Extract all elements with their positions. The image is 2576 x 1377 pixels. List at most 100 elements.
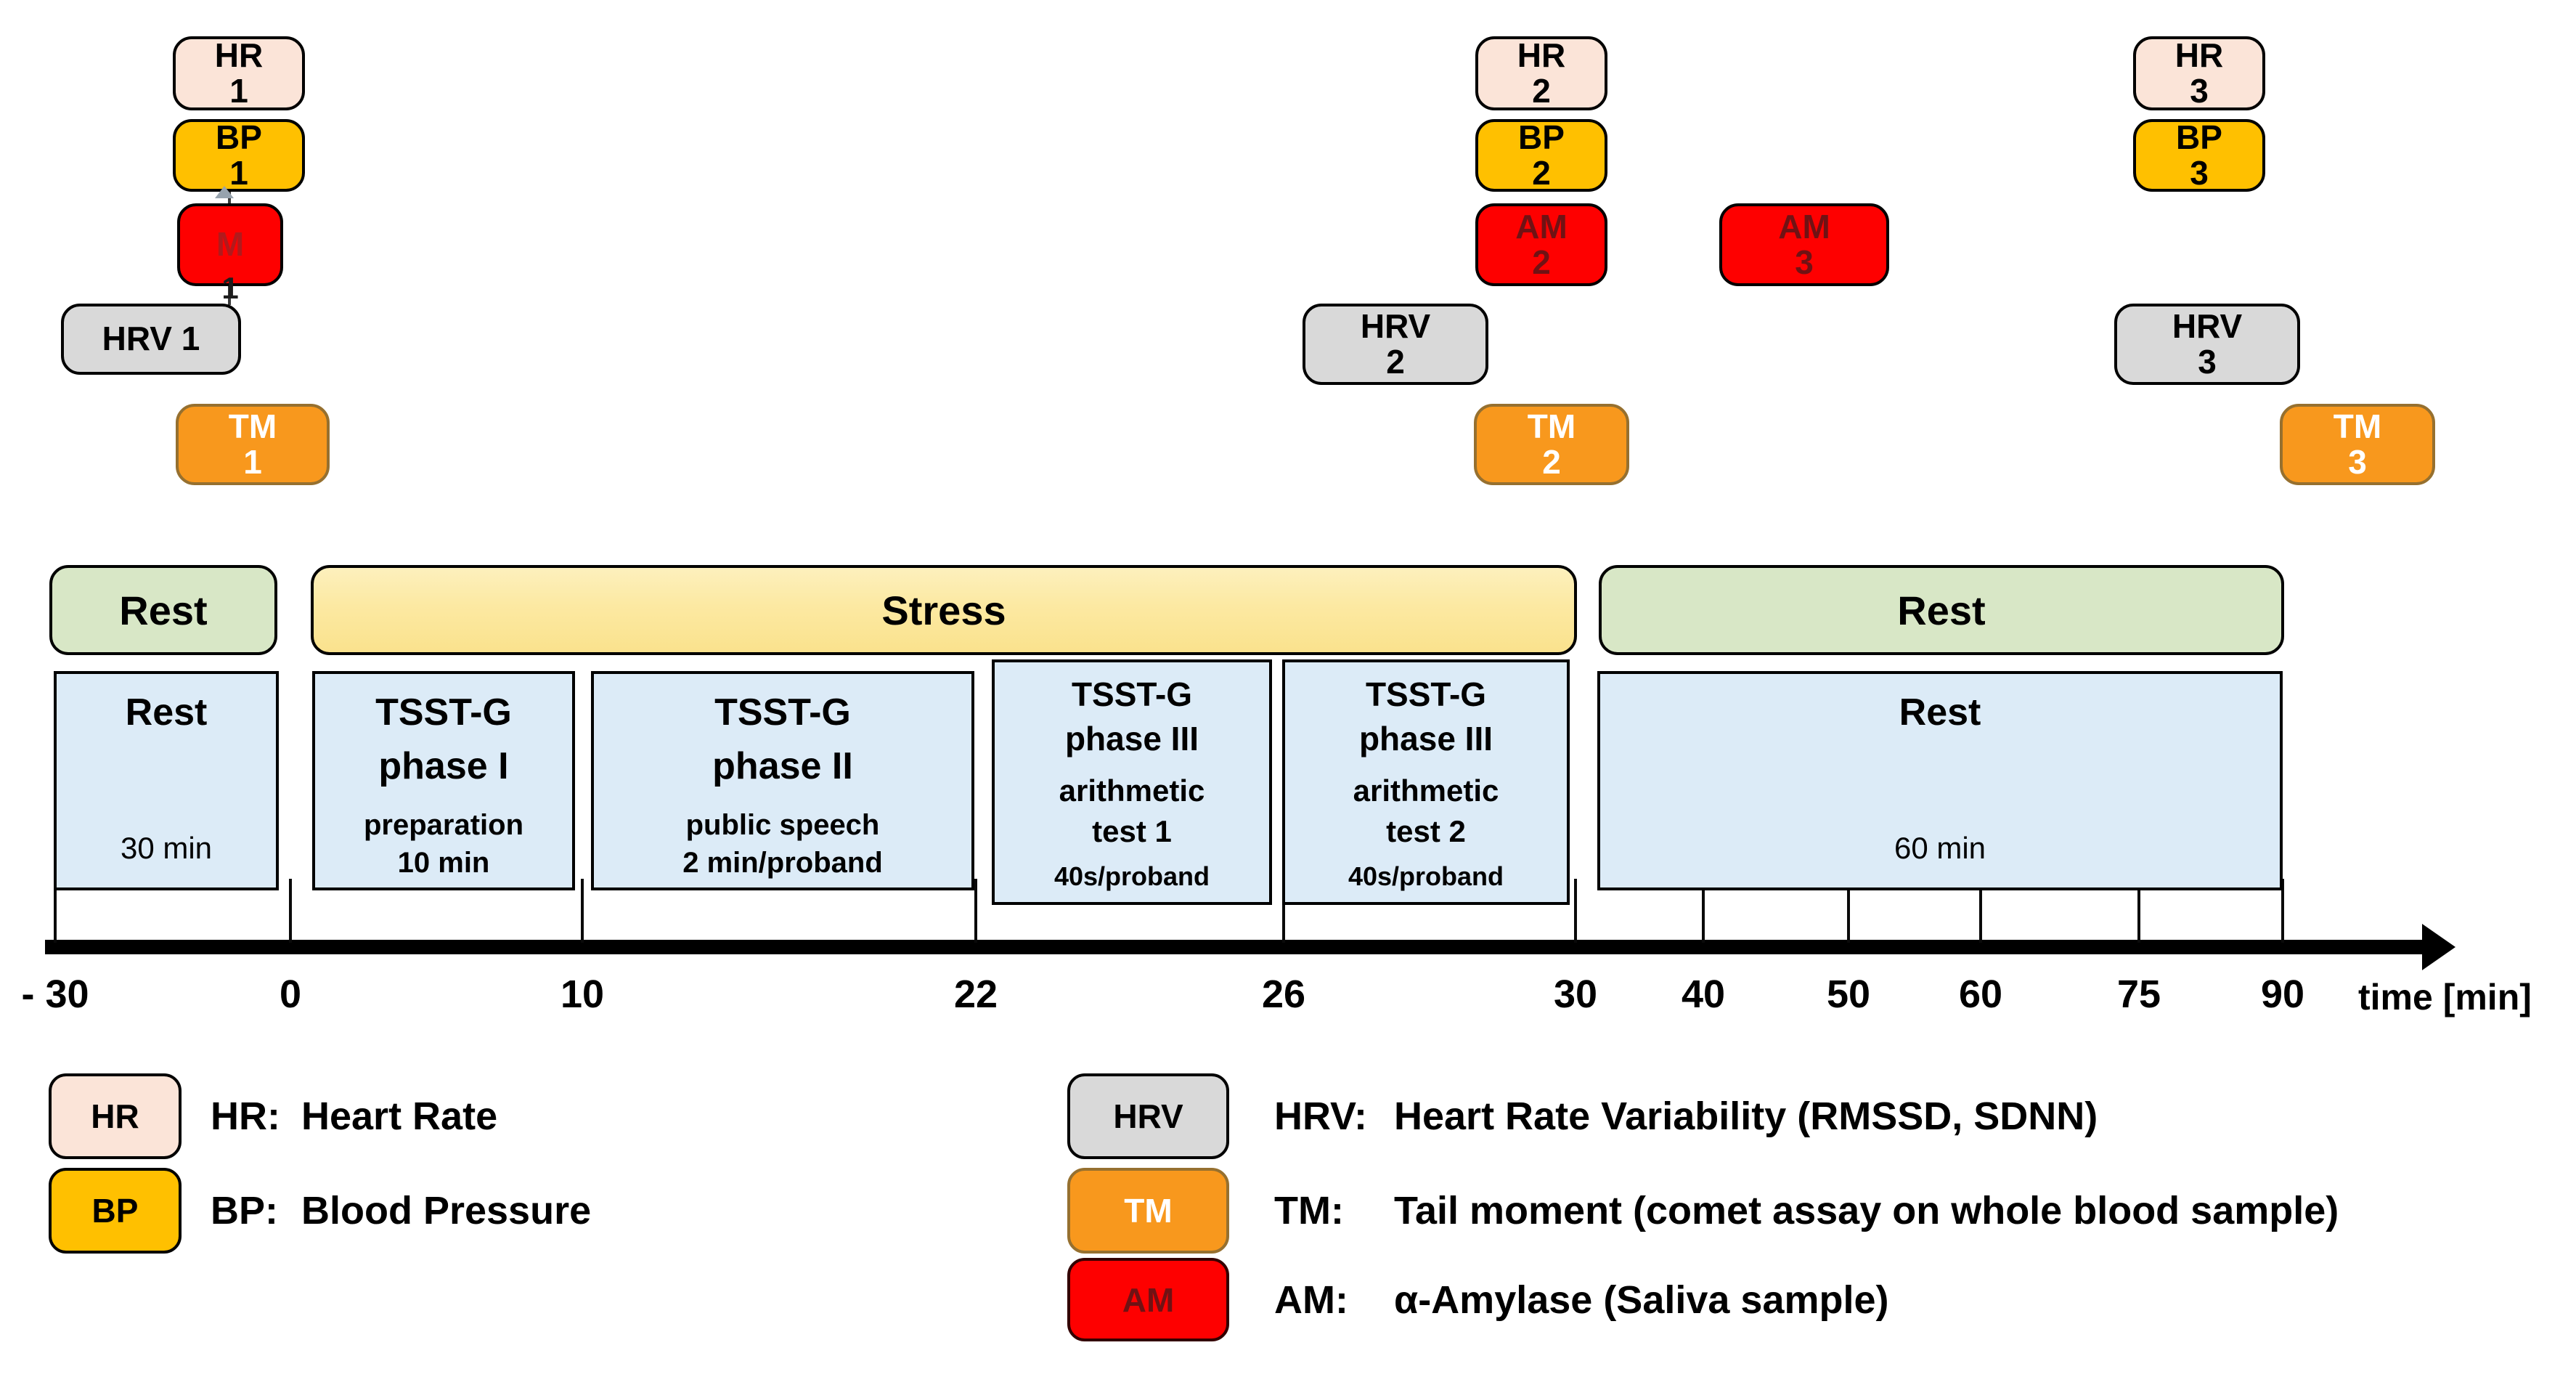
phase-duration: 30 min: [120, 831, 213, 865]
phase-box-tsstg-3-test2: TSST-G phase III arithmetic test 2 40s/p…: [1282, 659, 1570, 905]
axis-tick: [581, 879, 584, 943]
marker-number: 1: [229, 72, 248, 110]
connector-line: [228, 286, 231, 305]
phase-box-rest-60: Rest 60 min: [1597, 671, 2283, 890]
legend-hr-text: HR: Heart Rate: [211, 1073, 497, 1159]
axis-tick: [974, 879, 977, 943]
connector-arrow-up-icon: [215, 186, 234, 198]
marker-tm-1: TM 1: [176, 404, 330, 485]
legend-desc: Heart Rate: [301, 1094, 498, 1138]
axis-tick-label: 40: [1681, 972, 1726, 1016]
phase-box-tsstg-2: TSST-G phase II public speech 2 min/prob…: [591, 671, 974, 890]
legend-tm-text: TM: Tail moment (comet assay on whole bl…: [1274, 1168, 2339, 1254]
time-axis-arrow-icon: [2422, 924, 2455, 970]
bar-label: Stress: [881, 587, 1006, 633]
marker-number: 2: [1532, 154, 1551, 192]
marker-hrv-1: HRV 1: [61, 304, 241, 375]
rest-bar-2: Rest: [1599, 565, 2284, 655]
legend-desc: Heart Rate Variability (RMSSD, SDNN): [1394, 1094, 2098, 1138]
stress-bar: Stress: [311, 565, 1577, 655]
marker-number: 1: [229, 154, 248, 192]
axis-tick-label: - 30: [21, 972, 89, 1016]
marker-hr-2: HR 2: [1475, 36, 1607, 110]
axis-tick: [1979, 879, 1982, 943]
legend-desc: Tail moment (comet assay on whole blood …: [1394, 1189, 2339, 1232]
marker-number: 2: [1386, 343, 1405, 381]
marker-number: 3: [2190, 72, 2209, 110]
axis-tick: [54, 879, 57, 943]
axis-tick-label: 50: [1826, 972, 1871, 1016]
marker-hr-3: HR 3: [2133, 36, 2265, 110]
legend-am-swatch: AM: [1067, 1258, 1229, 1341]
marker-tm-3: TM 3: [2280, 404, 2435, 485]
legend-bp-swatch: BP: [49, 1168, 182, 1254]
phase-title: TSST-G: [1071, 675, 1193, 713]
axis-tick-label: 22: [953, 972, 998, 1016]
legend-hrv-text: HRV: Heart Rate Variability (RMSSD, SDNN…: [1274, 1073, 2098, 1159]
axis-tick-label: 10: [560, 972, 605, 1016]
axis-tick: [1702, 879, 1705, 943]
axis-tick: [2137, 879, 2140, 943]
axis-tick: [1574, 879, 1577, 943]
phase-subtitle: 10 min: [397, 846, 490, 879]
marker-label: TM: [1527, 407, 1576, 445]
marker-hrv-3: HRV 3: [2114, 304, 2300, 385]
marker-label: BP: [1518, 118, 1565, 156]
marker-label: HRV: [1360, 306, 1431, 345]
phase-subtitle: public speech: [685, 808, 880, 841]
axis-tick: [1847, 879, 1850, 943]
phase-subtitle: preparation: [363, 808, 524, 841]
marker-label: TM: [2333, 407, 2382, 445]
legend-abbr: HRV:: [1274, 1094, 1368, 1138]
phase-subtitle: test 2: [1386, 814, 1466, 849]
legend-swatch-label: TM: [1124, 1192, 1173, 1230]
marker-label: BP: [216, 118, 262, 156]
marker-number: 2: [1532, 72, 1551, 110]
marker-am-3: AM 3: [1719, 203, 1889, 286]
marker-bp-3: BP 3: [2133, 119, 2265, 192]
axis-tick-label: 60: [1958, 972, 2003, 1016]
rest-bar-1: Rest: [49, 565, 277, 655]
legend-swatch-label: HRV: [1113, 1097, 1183, 1135]
phase-title: TSST-G: [375, 691, 512, 734]
time-axis-line: [45, 940, 2425, 954]
legend-swatch-label: AM: [1122, 1280, 1175, 1319]
marker-label: HR: [1517, 36, 1566, 74]
marker-number: 2: [1542, 443, 1561, 481]
marker-label: HRV 1: [102, 320, 200, 358]
axis-tick: [2281, 879, 2284, 943]
axis-tick-label: 90: [2260, 972, 2305, 1016]
phase-subtitle: test 1: [1092, 814, 1172, 849]
legend-abbr: TM:: [1274, 1189, 1344, 1232]
legend-am-text: AM: α-Amylase (Saliva sample): [1274, 1258, 1889, 1341]
marker-number: 1: [243, 443, 262, 481]
phase-subtitle: 40s/proband: [1053, 861, 1210, 891]
legend-swatch-label: HR: [91, 1097, 139, 1135]
legend-desc: Blood Pressure: [301, 1189, 592, 1232]
phase-title: phase I: [378, 744, 509, 787]
marker-label: AM: [1515, 207, 1568, 245]
marker-label: HR: [2174, 36, 2224, 74]
marker-label: AM: [1778, 207, 1830, 245]
marker-label: BP: [2176, 118, 2222, 156]
marker-number: 3: [2348, 443, 2367, 481]
axis-tick-label: 30: [1553, 972, 1598, 1016]
marker-am-2: AM 2: [1475, 203, 1607, 286]
phase-title: TSST-G: [1365, 675, 1487, 713]
axis-tick-label: 0: [279, 972, 302, 1016]
marker-label: M: [216, 225, 245, 264]
legend-swatch-label: BP: [91, 1192, 139, 1230]
legend-bp-text: BP: Blood Pressure: [211, 1168, 591, 1254]
marker-am-1: M 1: [177, 203, 283, 304]
marker-number: 3: [2190, 154, 2209, 192]
phase-box-rest-30: Rest 30 min: [54, 671, 279, 890]
axis-tick: [289, 879, 292, 943]
legend-abbr: BP:: [211, 1189, 278, 1232]
legend-desc: α-Amylase (Saliva sample): [1394, 1278, 1889, 1322]
axis-tick: [1282, 879, 1285, 943]
legend-hr-swatch: HR: [49, 1073, 182, 1159]
bar-label: Rest: [1897, 587, 1986, 633]
phase-duration: 60 min: [1894, 831, 1986, 865]
marker-number: 2: [1532, 243, 1551, 281]
